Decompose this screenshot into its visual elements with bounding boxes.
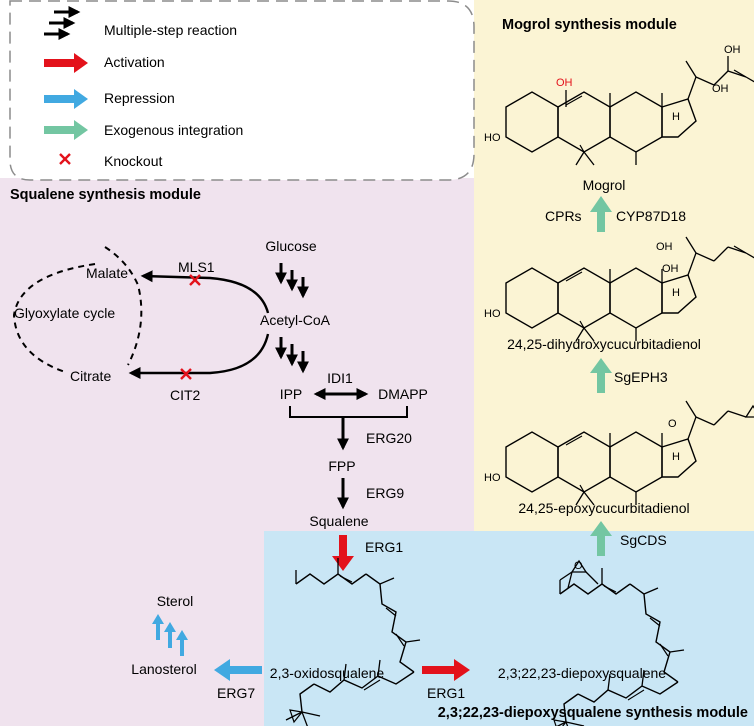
mogrol-ho-c3: HO bbox=[484, 132, 501, 144]
citrate-label: Citrate bbox=[70, 368, 111, 384]
repression-legend-icon bbox=[44, 89, 88, 109]
mogrol-oh-c25: OH bbox=[712, 83, 729, 95]
knockout-legend-icon bbox=[59, 153, 71, 165]
acetylcoa-to-ipp-arrows bbox=[275, 337, 309, 374]
cit2-label: CIT2 bbox=[170, 387, 201, 403]
idi1-label: IDI1 bbox=[327, 370, 353, 386]
diepoxide-o-label: O bbox=[574, 560, 583, 572]
acetylcoa-to-citrate-arrow bbox=[128, 333, 270, 379]
diepoxide-ring bbox=[559, 559, 599, 589]
fpp-label: FPP bbox=[328, 458, 355, 474]
ipp-label: IPP bbox=[280, 386, 303, 402]
cyp-exogenous-arrow bbox=[590, 196, 612, 232]
mogrol-structure bbox=[505, 56, 754, 166]
diepoxysqualene-label: 2,3;22,23-diepoxysqualene bbox=[498, 665, 666, 681]
dihydroxy-ho: HO bbox=[484, 308, 501, 320]
legend-exogenous-label: Exogenous integration bbox=[104, 122, 243, 138]
epoxycucurbitadienol-structure bbox=[505, 400, 754, 506]
sterol-repression-arrows bbox=[152, 614, 188, 656]
mogrol-module-title: Mogrol synthesis module bbox=[502, 17, 677, 33]
dmapp-label: DMAPP bbox=[378, 386, 428, 402]
glucose-to-acetylcoa-arrows bbox=[275, 263, 309, 299]
erg7-label: ERG7 bbox=[217, 685, 255, 701]
lanosterol-label: Lanosterol bbox=[131, 661, 196, 677]
ipp-dmapp-bracket bbox=[289, 406, 408, 418]
acetylcoa-to-malate-arrow bbox=[140, 270, 270, 314]
mogrol-label: Mogrol bbox=[583, 177, 626, 193]
mls1-knockout-icon bbox=[189, 274, 201, 286]
epoxy-o-label: O bbox=[668, 418, 677, 430]
mogrol-module-bg bbox=[474, 0, 754, 531]
diepoxy-module-title: 2,3;22,23-diepoxysqualene synthesis modu… bbox=[438, 705, 748, 721]
erg7-repression-arrow bbox=[214, 659, 262, 681]
sgcds-label: SgCDS bbox=[620, 532, 667, 548]
epoxycucurbitadienol-label: 24,25-epoxycucurbitadienol bbox=[518, 500, 689, 516]
activation-legend-icon bbox=[44, 53, 88, 73]
sterol-label: Sterol bbox=[157, 593, 194, 609]
sgeph3-exogenous-arrow bbox=[590, 358, 612, 393]
mogrol-oh-c11: OH bbox=[556, 77, 573, 89]
acetyl-coa-label: Acetyl-CoA bbox=[260, 312, 331, 328]
erg1-bottom-label: ERG1 bbox=[427, 685, 465, 701]
legend-activation-label: Activation bbox=[104, 54, 165, 70]
epoxy-h-label: H bbox=[672, 451, 680, 463]
cyp87d18-label: CYP87D18 bbox=[616, 208, 686, 224]
malate-label: Malate bbox=[86, 265, 128, 281]
legend-frame bbox=[9, 0, 475, 181]
glyoxylate-cycle-arcs bbox=[12, 246, 143, 373]
mogrol-h-label: H bbox=[672, 111, 680, 123]
cit2-knockout-icon bbox=[180, 368, 192, 380]
glucose-label: Glucose bbox=[265, 238, 317, 254]
erg9-label: ERG9 bbox=[366, 485, 404, 501]
dihydroxy-oh-1: OH bbox=[656, 241, 673, 253]
legend: Multiple-step reaction Activation Repres… bbox=[9, 0, 475, 181]
exogenous-legend-icon bbox=[44, 120, 88, 140]
dihydroxy-oh-2: OH bbox=[662, 263, 679, 275]
dihydroxycucurbitadienol-label: 24,25-dihydroxycucurbitadienol bbox=[507, 336, 701, 352]
oxidosqualene-label: 2,3-oxidosqualene bbox=[270, 665, 385, 681]
multistep-legend-icon bbox=[44, 6, 81, 40]
mogrol-oh-c24: OH bbox=[724, 44, 741, 56]
sgeph3-label: SgEPH3 bbox=[614, 369, 668, 385]
epoxy-ho: HO bbox=[484, 472, 501, 484]
dihydroxycucurbitadienol-structure bbox=[505, 236, 754, 342]
erg1-second-activation-arrow bbox=[422, 659, 470, 681]
legend-repression-label: Repression bbox=[104, 90, 175, 106]
legend-knockout-label: Knockout bbox=[104, 153, 162, 169]
mls1-label: MLS1 bbox=[178, 259, 215, 275]
glyoxylate-cycle-label: Glyoxylate cycle bbox=[14, 305, 115, 321]
legend-multistep-label: Multiple-step reaction bbox=[104, 22, 237, 38]
erg1-top-label: ERG1 bbox=[365, 539, 403, 555]
cprs-label: CPRs bbox=[545, 208, 582, 224]
dihydroxy-h-label: H bbox=[672, 287, 680, 299]
sgcds-exogenous-arrow bbox=[590, 521, 612, 556]
squalene-module-title: Squalene synthesis module bbox=[10, 187, 201, 203]
erg20-label: ERG20 bbox=[366, 430, 412, 446]
squalene-label: Squalene bbox=[309, 513, 368, 529]
